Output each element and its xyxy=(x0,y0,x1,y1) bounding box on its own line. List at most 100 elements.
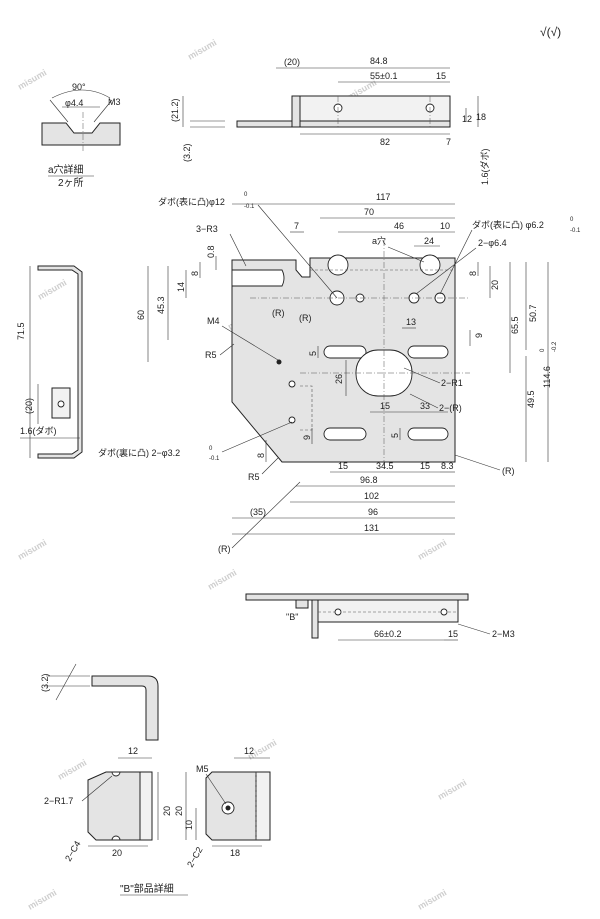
slot xyxy=(407,345,449,359)
dim-label: 26 xyxy=(334,374,344,384)
tolerance: -0.2 xyxy=(552,341,558,352)
dabo-back xyxy=(288,380,296,388)
angle-line xyxy=(93,99,113,123)
dabo-label: ダボ(裏に凸) 2−φ3.2 xyxy=(98,447,180,458)
tolerance: 0 xyxy=(209,446,213,452)
label: (R) xyxy=(299,313,312,323)
hole-detail-caption: 2ヶ所 xyxy=(58,177,84,189)
bracket-view: (3.2) xyxy=(40,663,159,741)
dim-label: 15 xyxy=(448,629,458,639)
dim-label: 18 xyxy=(230,848,240,858)
label: R5 xyxy=(248,472,260,482)
watermark-text: misumi xyxy=(436,777,468,801)
slot xyxy=(407,427,449,441)
leader-line xyxy=(403,367,441,384)
b-detail-left: 12 20 20 2−R1.7 2−C4 xyxy=(44,746,172,863)
dim-label: 33 xyxy=(420,401,430,411)
tolerance: 0 xyxy=(244,192,248,198)
b-detail-caption: "B"部品詳細 xyxy=(120,882,174,895)
tolerance: 0 xyxy=(540,348,546,352)
notch xyxy=(111,771,121,777)
dim-label: 20 xyxy=(174,806,184,816)
bottom-view-flange xyxy=(311,599,319,639)
leader-line xyxy=(257,204,338,299)
part-b-label: "B" xyxy=(286,612,298,622)
dim-label: 15 xyxy=(420,461,430,471)
dim-label: 71.5 xyxy=(16,322,26,340)
dim-label: 13 xyxy=(406,317,416,327)
thread-label: M3 xyxy=(108,97,121,107)
dim-label: 8 xyxy=(256,453,266,458)
leader-line xyxy=(454,454,501,471)
slot xyxy=(323,345,367,359)
dim-label: 7 xyxy=(446,137,451,147)
bracket-profile xyxy=(91,675,159,741)
dim-label: 20 xyxy=(490,280,500,290)
dim-label: (20) xyxy=(24,398,34,414)
dim-label: 15 xyxy=(380,401,390,411)
watermark-text: misumi xyxy=(416,537,448,561)
bottom-view: "B" 66±0.2 15 2−M3 xyxy=(245,593,515,641)
angle-line xyxy=(49,99,69,123)
dim-label: 9 xyxy=(474,333,484,338)
a-hole xyxy=(327,254,349,276)
dim-label: 45.3 xyxy=(156,296,166,314)
side-view-hole xyxy=(57,400,65,408)
m4-hole xyxy=(276,359,282,365)
dim-label: 18 xyxy=(476,112,486,122)
dim-label: 12 xyxy=(244,746,254,756)
dim-label: 8.3 xyxy=(441,461,454,471)
b-part-left-flange xyxy=(139,771,153,841)
dim-label: 0.8 xyxy=(206,245,216,258)
a-hole xyxy=(419,254,441,276)
watermark-text: misumi xyxy=(206,567,238,591)
tolerance: -0.1 xyxy=(244,204,255,210)
dim-label: (21.2) xyxy=(170,98,180,122)
dim-label: 117 xyxy=(376,192,390,202)
dim-label: 24 xyxy=(424,236,434,246)
dim-label: 46 xyxy=(394,221,404,231)
top-view-flange xyxy=(291,95,301,128)
watermark-text: misumi xyxy=(16,67,48,91)
label: (R) xyxy=(218,544,231,554)
leader-line xyxy=(229,233,247,267)
dim-label: 1.6(ダボ) xyxy=(20,425,57,436)
hole-detail-view: 90° φ4.4 M3 a穴詳細 2ヶ所 xyxy=(41,82,121,189)
leader-line xyxy=(387,246,425,263)
watermark-text: misumi xyxy=(56,757,88,781)
tolerance: -0.1 xyxy=(570,228,581,234)
top-view-plate xyxy=(236,120,451,128)
watermark-text: misumi xyxy=(36,277,68,301)
dim-label: 9 xyxy=(302,435,312,440)
label: (R) xyxy=(502,466,515,476)
dim-label: 15 xyxy=(436,71,446,81)
dim-label: 5 xyxy=(308,351,318,356)
tolerance: 0 xyxy=(570,217,574,223)
dim-label: (35) xyxy=(250,507,266,517)
dim-label: 96.8 xyxy=(360,475,378,485)
top-view: (20) 84.8 55±0.1 15 (21.2) 12 18 82 7 (3… xyxy=(170,56,490,185)
m5-hole-center xyxy=(225,805,231,811)
main-view-plate xyxy=(231,257,456,463)
dim-label: 82 xyxy=(380,137,390,147)
bottom-view-part-b xyxy=(295,599,309,609)
dim-label: 84.8 xyxy=(370,56,388,66)
dim-label: 60 xyxy=(136,310,146,320)
label: M4 xyxy=(207,316,220,326)
leader-line xyxy=(231,481,301,549)
dabo-label: ダボ(表に凸)φ12 xyxy=(158,196,225,207)
dim-label: 20 xyxy=(112,848,122,858)
dim-label: 15 xyxy=(338,461,348,471)
hole-detail-section xyxy=(41,122,121,146)
label: 2−R1 xyxy=(441,378,463,388)
b-detail-right: 12 M5 20 10 18 2−C2 xyxy=(174,746,271,869)
dim-label: 20 xyxy=(162,806,172,816)
dim-label: 102 xyxy=(364,491,379,501)
diameter-label: φ4.4 xyxy=(65,98,83,108)
leader-line xyxy=(81,775,113,802)
label: R5 xyxy=(205,350,217,360)
dim-label: 65.5 xyxy=(510,316,520,334)
notch xyxy=(111,835,121,841)
dim-label: 50.7 xyxy=(528,304,538,322)
